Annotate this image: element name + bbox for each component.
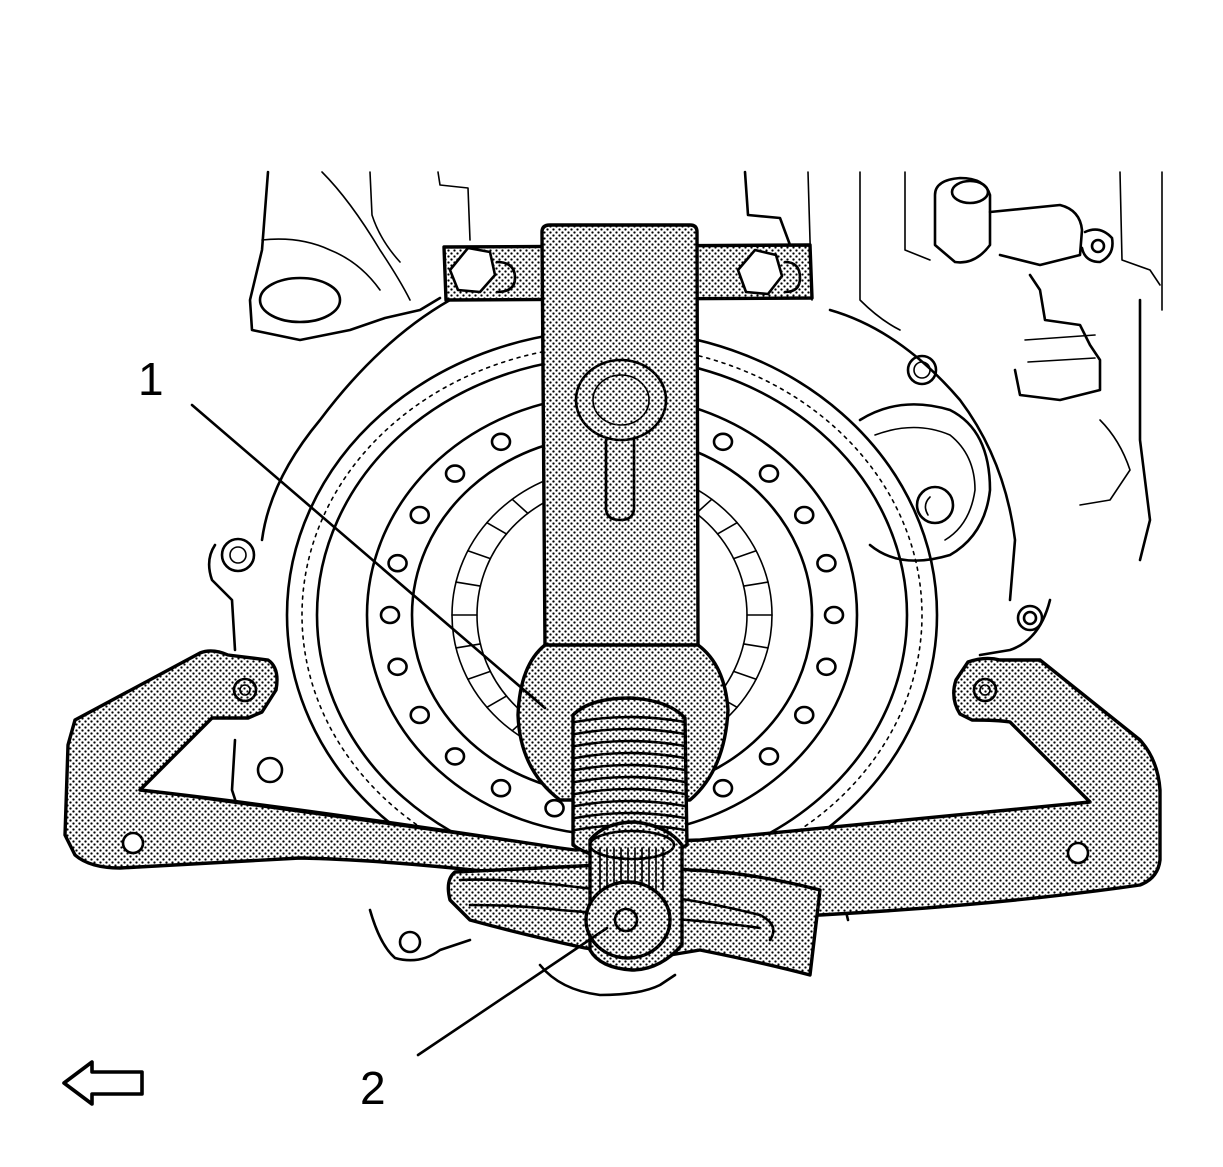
callout-label-2: 2 (360, 1062, 386, 1114)
arrow-left-outline-icon (62, 1060, 144, 1106)
callout-1: 1 (138, 353, 547, 710)
callout-2: 2 (360, 926, 609, 1114)
callout-label-1: 1 (138, 353, 164, 405)
flywheel-holding-tool (63, 223, 1162, 977)
